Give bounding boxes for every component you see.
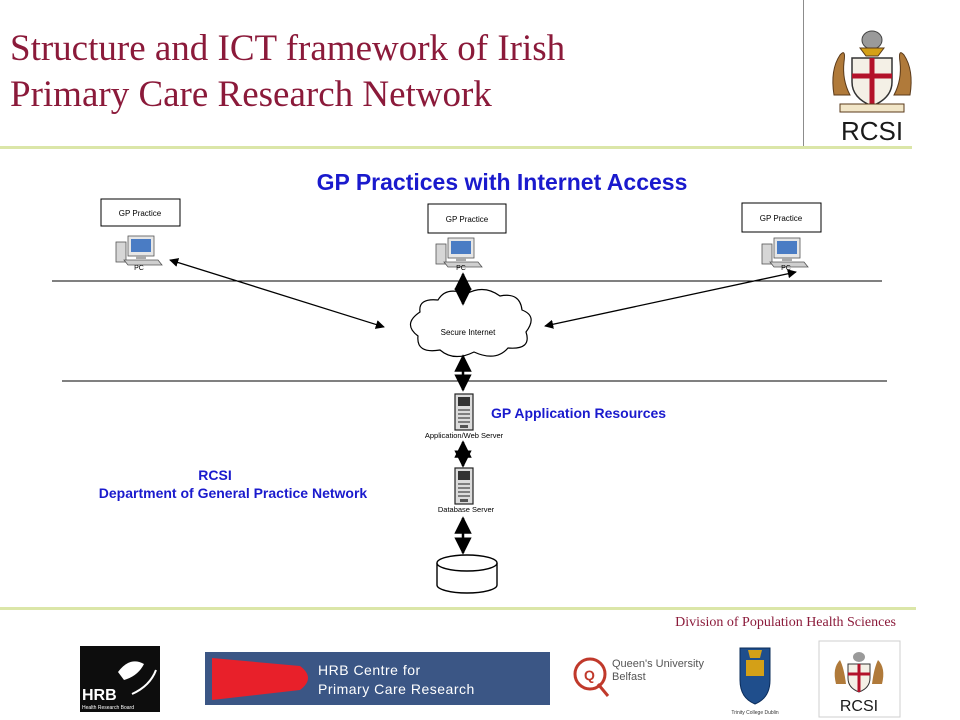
title-line-2: Primary Care Research Network [10,74,492,115]
rcsi-logo-text: RCSI [841,116,903,146]
gp-practice-right: GP Practice PC [741,202,822,272]
database-server-icon [454,467,474,505]
gp-practice-label: GP Practice [446,215,489,224]
slide-title: Structure and ICT framework of Irish Pri… [10,26,790,118]
rcsi-logo-panel: RCSI [803,0,940,148]
title-line-1: Structure and ICT framework of Irish [10,28,566,69]
secure-internet-cloud: Secure Internet [409,288,532,358]
department-network-label: Department of General Practice Network [99,485,368,501]
pc-icon [435,237,483,268]
top-separator [0,146,912,149]
arrow-right-pc-to-cloud [544,269,797,329]
application-server-icon [454,393,474,431]
gp-practice-label: GP Practice [760,214,803,223]
arrow-left-pc-to-cloud [169,258,385,329]
cloud-label: Secure Internet [441,328,496,337]
app-server-label: Application/Web Server [425,431,504,440]
rcsi-crest-logo: RCSI [832,30,912,146]
database-cylinder-icon [436,554,498,594]
pc-icon [761,237,809,268]
gp-practice-left: GP Practice PC [100,198,181,272]
pc-label: PC [781,265,791,272]
footer-division: Division of Population Health Sciences [675,615,896,630]
gp-practice-label: GP Practice [119,209,162,218]
rcsi-label: RCSI [198,467,231,483]
pc-label: PC [134,265,144,272]
gp-application-resources-label: GP Application Resources [491,405,666,421]
pc-label: PC [456,265,466,272]
gp-practice-center: GP Practice PC [427,203,507,272]
db-server-label: Database Server [438,505,495,514]
diagram-heading: GP Practices with Internet Access [317,169,688,195]
bottom-separator [0,607,916,610]
pc-icon [115,235,163,266]
